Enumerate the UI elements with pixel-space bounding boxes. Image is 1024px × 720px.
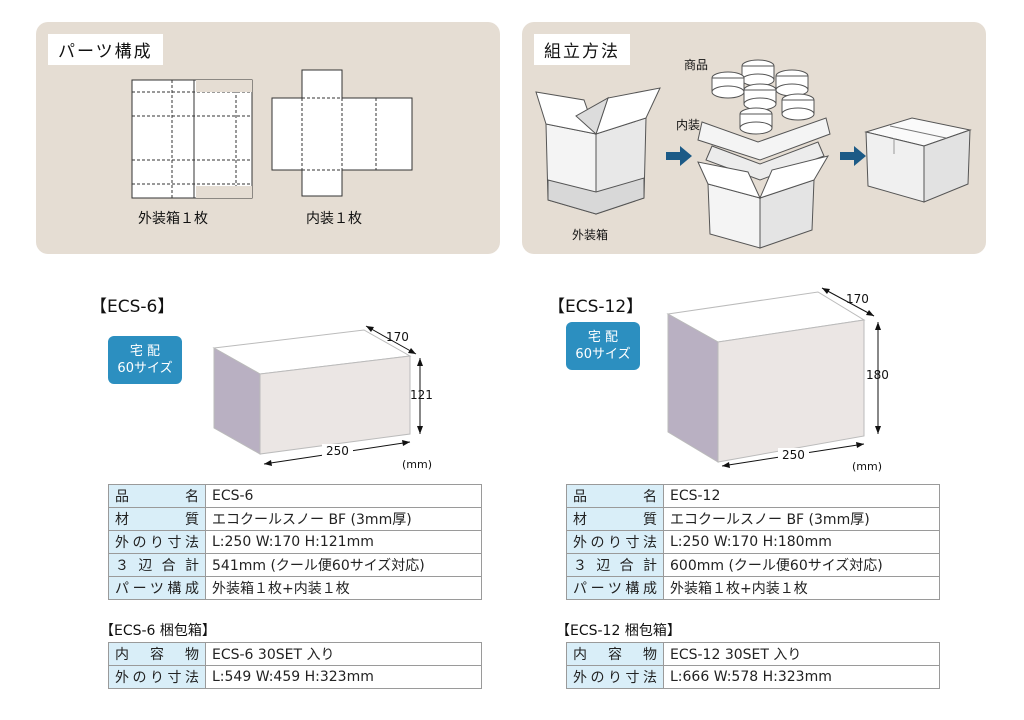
dim-height: 180 — [866, 368, 889, 382]
table-row: 材 質エコクールスノー BF (3mm厚) — [108, 507, 482, 531]
packing-illustration — [697, 59, 831, 249]
label-outer-box: 外装箱 — [572, 228, 609, 242]
dim-unit: (mm) — [402, 458, 433, 471]
dim-depth: 170 — [386, 330, 409, 344]
arrow-icon — [666, 146, 692, 166]
inner-part-caption: 内装１枚 — [306, 211, 362, 227]
model-title-ecs12: 【ECS-12】 — [548, 297, 644, 317]
label-inner: 内装 — [676, 118, 701, 132]
label-product: 商品 — [684, 58, 709, 72]
pack-title: 【ECS-12 梱包箱】 — [556, 623, 681, 639]
badge-line1: 宅 配 — [129, 344, 161, 359]
badge-line2: 60サイズ — [117, 361, 173, 376]
delivery-size-badge: 宅 配 60サイズ — [108, 336, 182, 384]
dim-unit: (mm) — [852, 460, 883, 473]
table-row: 材 質エコクールスノー BF (3mm厚) — [566, 507, 940, 531]
dim-width: 250 — [322, 444, 353, 458]
table-row: パーツ構成外装箱１枚+内装１枚 — [566, 576, 940, 600]
open-outer-box-illustration — [535, 87, 661, 215]
parts-panel: パーツ構成 外装箱１枚 内装１枚 — [36, 22, 500, 254]
badge-line1: 宅 配 — [587, 330, 619, 345]
table-row: パーツ構成外装箱１枚+内装１枚 — [108, 576, 482, 600]
pack-title: 【ECS-6 梱包箱】 — [100, 623, 216, 639]
arrow-icon — [840, 146, 866, 166]
model-title-ecs6: 【ECS-6】 — [90, 297, 175, 317]
outer-box-caption: 外装箱１枚 — [138, 211, 208, 227]
parts-panel-title: パーツ構成 — [48, 34, 163, 65]
dim-width: 250 — [778, 448, 809, 462]
ecs12-box-diagram — [666, 287, 881, 468]
outer-box-diagram — [131, 79, 253, 199]
delivery-size-badge: 宅 配 60サイズ — [566, 322, 640, 370]
assembly-panel: 組立方法 外装箱 商品 内装 — [522, 22, 986, 254]
badge-line2: 60サイズ — [575, 347, 631, 362]
dim-height: 121 — [410, 388, 433, 402]
inner-part-diagram — [271, 69, 413, 197]
dim-depth: 170 — [846, 292, 869, 306]
ecs6-box-diagram — [212, 325, 423, 466]
assembly-panel-title: 組立方法 — [534, 34, 630, 65]
closed-box-illustration — [864, 117, 972, 203]
